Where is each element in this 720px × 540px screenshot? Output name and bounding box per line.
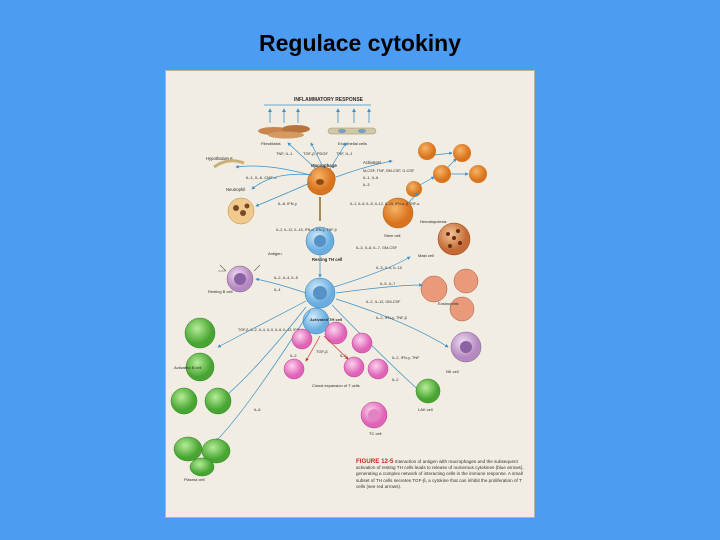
cytokine-network-figure: INFLAMMATORY RESPONSE Fibroblasts Endoth…: [166, 71, 534, 517]
cytokine-il2-ifn-tnf: IL-2, IFN-γ, TNF: [392, 356, 420, 360]
cytokine-il5-il7: IL-5, IL-7: [380, 282, 395, 286]
mast-cell-label: Mast cell: [418, 253, 434, 258]
cytokine-il2-b: IL-2: [340, 354, 347, 358]
cytokine-il2-il12: IL-2, IL-12, GM-CSF: [366, 300, 401, 304]
cytokine-tgf-il2: TGF-β, IL-2, IL-4, IL-5, IL-6, IL-13, IF…: [238, 328, 302, 332]
resting-th-cell: [305, 197, 335, 256]
caption-body: Interaction of antigen with macrophages …: [356, 459, 524, 489]
cytokine-il2-ifn: IL-2, IFN-γ, TNF-β: [376, 316, 408, 320]
lak-label: LAK cell: [418, 407, 433, 412]
hematopoiesis-label: Hematopoiesis: [420, 219, 446, 224]
resting-th-label: Resting TH cell: [312, 257, 342, 262]
cytokine-il2: IL-2: [290, 354, 297, 358]
cytokine-tnf-il1-b: TNF, IL-1: [336, 151, 353, 156]
hypothalamus-shape: [213, 159, 245, 169]
clonal-expansion-cells: [283, 321, 389, 380]
cytokine-il3: IL-3: [363, 183, 370, 187]
activated-b-cells: [170, 317, 232, 415]
endothelial-cells: [327, 127, 377, 135]
tc-label: TC cell: [369, 431, 382, 436]
hypothalamus-label: Hypothalamus: [206, 156, 233, 161]
cytokine-il1-il6: IL-1, IL-6: [363, 176, 378, 180]
cytokine-mcsf: M-CSF, TNF, GM-CSF, G-CSF: [363, 169, 415, 173]
cytokine-il3-il4-il10: IL-3, IL-4, IL-10: [376, 266, 402, 270]
plasma-cells: [173, 436, 231, 477]
activated-th-cell: [302, 277, 336, 335]
slide-title: Regulace cytokiny: [259, 30, 461, 56]
cytokine-tgfb: TGF-β: [316, 349, 328, 354]
neutrophil-label: Neutrophil: [226, 187, 245, 192]
hematopoiesis-cells: [382, 142, 487, 229]
resting-b-cell: [218, 264, 261, 293]
stem-cell-label: Stem cell: [384, 233, 401, 238]
endothelial-label: Endothelial cells: [338, 141, 367, 146]
activated-b-label: Activated B cell: [174, 365, 201, 370]
hematopoiesis-arrows: [407, 151, 469, 204]
cytokine-il8: IL-8, IFN-γ: [278, 201, 297, 206]
cytokine-il2-c: IL-2: [392, 378, 399, 382]
macrophage-arrows: [235, 142, 393, 207]
figure-caption: FIGURE 12-5 Interaction of antigen with …: [356, 458, 528, 490]
cytokine-il6: IL-6: [254, 408, 261, 412]
cytokine-il2-12: IL-2, IL-12, IL-15, IFN-α, IFN-γ, TNF-β: [276, 228, 337, 232]
antigen-label: Antigen: [268, 251, 282, 256]
tgfb-inhibition-arrows: [305, 335, 349, 362]
macrophage-cell: [307, 166, 336, 196]
nk-cell: [450, 331, 482, 363]
mast-cell: [437, 222, 471, 256]
neutrophil-cell: [227, 197, 255, 225]
plasma-label: Plasma cell: [184, 477, 205, 482]
cytokine-diagram: INFLAMMATORY RESPONSE Fibroblasts Endoth…: [170, 97, 487, 482]
tc-cell: [360, 401, 388, 429]
cytokine-tgfb-pdgf: TGF-β, PDGF: [303, 151, 329, 156]
cytokine-il3-gm: IL-3, IL-6, IL-7, GM-CSF: [356, 246, 398, 250]
macrophage-label: Macrophage: [311, 163, 337, 168]
nk-label: NK cell: [446, 369, 459, 374]
cytokine-il4: IL-4: [274, 288, 281, 292]
cytokine-il1-il6-cmf: IL-1, IL-6, CMF-α: [246, 175, 277, 180]
eosinophil-cells: [420, 268, 479, 322]
cytokine-il2-il4: IL-2, IL-4, IL-5: [274, 276, 298, 280]
caption-heading: FIGURE 12-5: [356, 458, 394, 465]
fibroblasts-label: Fibroblasts: [261, 141, 281, 146]
activated-th-label: Activated TH cell: [310, 317, 342, 322]
cytokine-il1-8: IL-1, IL-6, IL-8, IL-12, IL-15, IFN-α, β…: [350, 202, 419, 206]
lak-cell: [415, 378, 441, 404]
fibroblast-cells: [258, 125, 310, 139]
resting-b-label: Resting B cell: [208, 289, 233, 294]
eosinophils-label: Eosinophils: [438, 301, 458, 306]
clonal-label: Clonal expansion of T cells: [312, 383, 360, 388]
activators-label: Activators: [363, 160, 381, 165]
header-arrows: [268, 108, 371, 123]
header-label: INFLAMMATORY RESPONSE: [294, 97, 364, 103]
cytokine-tnf-il1: TNF, IL-1: [276, 151, 293, 156]
